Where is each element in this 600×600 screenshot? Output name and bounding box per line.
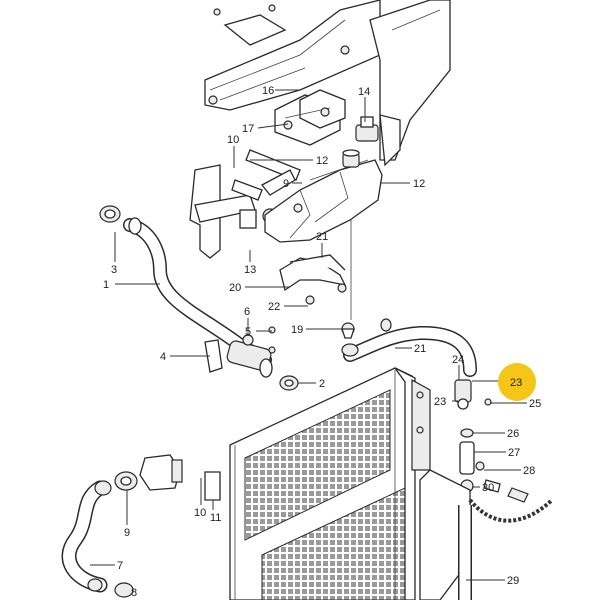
callout-27: 27 (508, 447, 520, 459)
callout-30: 30 (482, 482, 494, 494)
tank-strap-20-21 (279, 220, 352, 320)
callout-12-upper: 12 (316, 155, 328, 167)
callout-9-upper: 9 (283, 178, 289, 190)
callout-10-lower: 10 (194, 507, 206, 519)
temperature-sender-23-24 (454, 379, 492, 410)
chassis-frame (204, 0, 451, 167)
hose-clamp-2 (279, 375, 299, 391)
coolant-hose-1 (99, 205, 272, 367)
callout-14: 14 (358, 86, 370, 98)
callout-labels: 16 14 17 10 12 9 12 21 3 13 1 20 22 6 5 … (103, 85, 541, 599)
callout-9-lower: 9 (124, 527, 130, 539)
callout-10-upper: 10 (227, 134, 239, 146)
callout-16: 16 (262, 85, 274, 97)
mounting-bracket-16-17 (274, 89, 346, 146)
callout-3: 3 (111, 264, 117, 276)
hose-bracket-9-10 (189, 149, 301, 259)
callout-28: 28 (523, 465, 535, 477)
thermostat-housing (204, 326, 276, 378)
callout-26: 26 (507, 428, 519, 440)
bleed-screw-19 (341, 322, 355, 339)
callout-7: 7 (117, 560, 123, 572)
callout-21-hose: 21 (414, 343, 426, 355)
callout-12-tank: 12 (413, 178, 425, 190)
callout-21-strap: 21 (316, 231, 328, 243)
lower-coolant-hose (61, 454, 221, 598)
callout-20: 20 (229, 282, 241, 294)
callout-2: 2 (319, 378, 325, 390)
callout-5: 5 (245, 326, 251, 338)
radiator (229, 367, 471, 600)
expansion-tank (264, 149, 383, 243)
callout-17: 17 (242, 123, 254, 135)
callout-6: 6 (244, 306, 250, 318)
callout-8: 8 (131, 587, 137, 599)
callout-29: 29 (507, 575, 519, 587)
callout-25: 25 (529, 398, 541, 410)
callout-19: 19 (291, 324, 303, 336)
callout-11: 11 (210, 512, 221, 524)
clamp-14 (355, 116, 379, 142)
callout-4: 4 (160, 351, 166, 363)
lower-pipe-29 (458, 487, 554, 600)
leader-lines (90, 89, 527, 581)
callout-13: 13 (244, 264, 256, 276)
callout-1: 1 (103, 279, 109, 291)
callout-23-highlighted[interactable]: 23 (510, 377, 522, 389)
callout-23-lower: 23 (434, 396, 446, 408)
callout-22: 22 (268, 301, 280, 313)
upper-radiator-hose (341, 318, 477, 377)
highlighted-callout-marker (498, 363, 536, 401)
fittings-26-27-28 (459, 428, 501, 493)
callout-24: 24 (452, 354, 464, 366)
